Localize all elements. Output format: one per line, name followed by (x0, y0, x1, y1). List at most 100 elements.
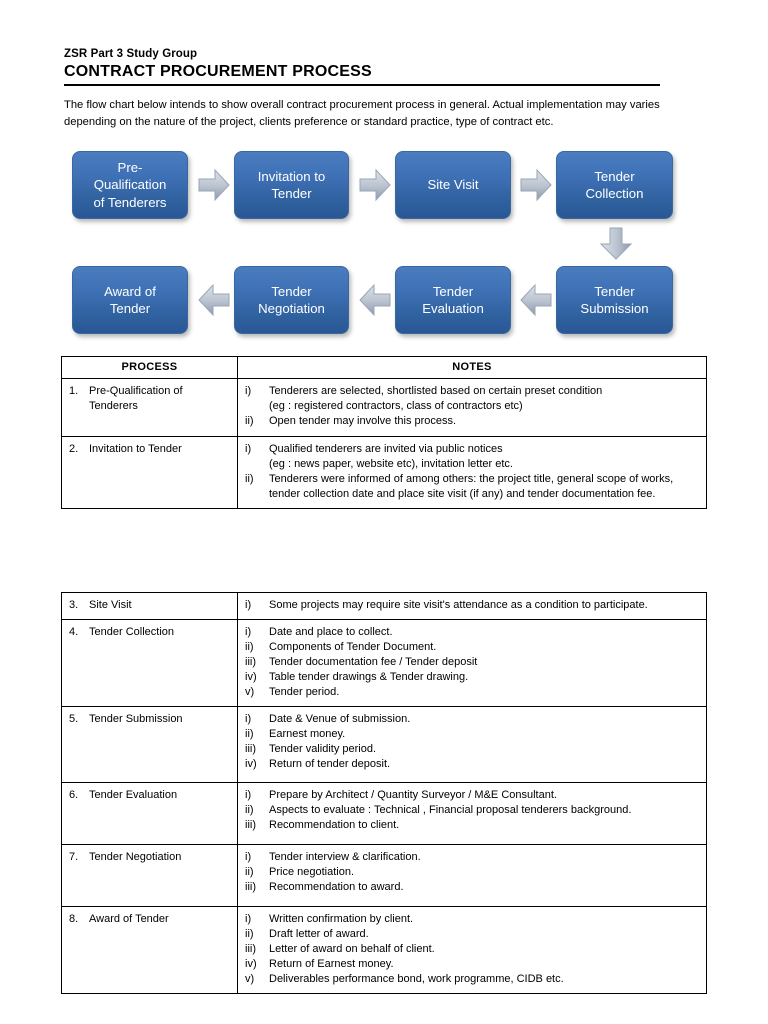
process-name: Invitation to Tender (89, 443, 182, 455)
arrow-down-icon (599, 227, 633, 260)
note-text: Components of Tender Document. (269, 641, 437, 653)
note-text: Qualified tenderers are invited via publ… (269, 443, 503, 455)
note-text: Recommendation to client. (269, 819, 400, 831)
note-item: ii)Open tender may involve this process. (245, 414, 700, 429)
note-text: Deliverables performance bond, work prog… (269, 973, 564, 985)
note-marker: i) (245, 913, 252, 925)
note-text: Price negotiation. (269, 866, 354, 878)
note-marker: ii) (245, 866, 254, 878)
note-text: Tender interview & clarification. (269, 851, 421, 863)
note-text: Some projects may require site visit's a… (269, 599, 648, 611)
table-row: 6. Tender Evaluation i) Prepare by Architec… (61, 782, 707, 845)
process-number: 1. (69, 385, 79, 397)
note-text: Date & Venue of submission. (269, 713, 411, 725)
process-cell: 5.Tender Submission (61, 706, 238, 783)
process-notes-table-part2: 3.Site Visit i) Some projects may require … (61, 592, 707, 994)
process-name: Tender Collection (89, 626, 174, 638)
note-marker: iv) (245, 758, 257, 770)
note-item: i) Date and place to collect. (245, 625, 700, 640)
note-subtext: (eg : news paper, website etc), invitati… (269, 458, 513, 470)
document-subtitle: ZSR Part 3 Study Group (64, 48, 198, 60)
note-item: iii)Tender validity period. (245, 742, 700, 757)
note-marker: iii) (245, 881, 256, 893)
note-item: i)Qualified tenderers are invited via pu… (245, 442, 700, 457)
note-text: Tenderers were informed of among others:… (269, 473, 674, 500)
note-text: Prepare by Architect / Quantity Surveyor… (269, 789, 557, 801)
note-text: Letter of award on behalf of client. (269, 943, 435, 955)
note-item: ii) Components of Tender Document. (245, 640, 700, 655)
note-marker: iii) (245, 819, 256, 831)
process-number: 2. (69, 443, 79, 455)
note-item: ii) Price negotiation. (245, 865, 700, 880)
note-marker: i) (245, 851, 252, 863)
note-item: ii) Tenderers were informed of among othe… (245, 472, 700, 502)
note-item: iii) Recommendation to client. (245, 818, 700, 833)
note-item: v) Deliverables performance bond, work pr… (245, 972, 700, 987)
note-text: Open tender may involve this process. (269, 415, 457, 427)
note-item: i)Written confirmation by client. (245, 912, 700, 927)
page-title: CONTRACT PROCUREMENT PROCESS (64, 63, 660, 86)
column-header-notes: NOTES (237, 356, 707, 379)
process-name: Pre-Qualification of Tenderers (89, 385, 183, 412)
note-item: iv)Return of tender deposit. (245, 757, 700, 772)
note-marker: v) (245, 973, 255, 985)
note-item: v)Tender period. (245, 685, 700, 700)
note-marker: i) (245, 789, 252, 801)
notes-cell: i)Written confirmation by client.ii)Draf… (237, 906, 707, 994)
process-number: 6. (69, 789, 79, 801)
note-marker: ii) (245, 641, 254, 653)
note-marker: v) (245, 686, 255, 698)
table-row: 3.Site Visit i) Some projects may require … (61, 592, 707, 620)
note-marker: i) (245, 626, 252, 638)
arrow-right-icon (520, 168, 552, 202)
arrow-right-icon (198, 168, 230, 202)
table-header-row: PROCESS NOTES (61, 356, 707, 379)
notes-cell: i)Qualified tenderers are invited via pu… (237, 436, 707, 509)
notes-cell: i) Date and place to collect. ii) Component… (237, 619, 707, 707)
arrow-left-icon (198, 283, 230, 317)
note-item: i)Date & Venue of submission. (245, 712, 700, 727)
process-notes-table-part1: PROCESS NOTES 1. Pre-Qualification of Ten… (61, 356, 707, 509)
process-number: 5. (69, 713, 79, 725)
flow-box-site-visit: Site Visit (395, 151, 511, 219)
note-item: i)Tenderers are selected, shortlisted ba… (245, 384, 700, 399)
notes-cell: i)Date & Venue of submission.ii)Earnest … (237, 706, 707, 783)
note-text: Date and place to collect. (269, 626, 393, 638)
note-marker: ii) (245, 473, 254, 485)
process-cell: 6. Tender Evaluation (61, 782, 238, 845)
notes-cell: i)Tenderers are selected, shortlisted ba… (237, 378, 707, 437)
note-marker: ii) (245, 728, 254, 740)
note-marker: iv) (245, 671, 257, 683)
process-name: Tender Negotiation (89, 851, 182, 863)
process-cell: 2. Invitation to Tender (61, 436, 238, 509)
process-number: 4. (69, 626, 79, 638)
process-name: Award of Tender (89, 913, 169, 925)
process-name: Tender Evaluation (89, 789, 178, 801)
column-header-process: PROCESS (61, 356, 238, 379)
note-marker: iii) (245, 656, 256, 668)
note-marker: i) (245, 599, 252, 611)
process-number: 3. (69, 599, 79, 611)
note-text: Draft letter of award. (269, 928, 369, 940)
note-item: i) Prepare by Architect / Quantity Survey… (245, 788, 700, 803)
note-item: i) Some projects may require site visit's… (245, 598, 700, 613)
note-item: iv)Table tender drawings & Tender drawin… (245, 670, 700, 685)
arrow-left-icon (520, 283, 552, 317)
note-text: Aspects to evaluate : Technical , Financ… (269, 804, 632, 816)
note-item: ii)Aspects to evaluate : Technical , Fin… (245, 803, 700, 818)
notes-cell: i) Prepare by Architect / Quantity Survey… (237, 782, 707, 845)
process-cell: 3.Site Visit (61, 592, 238, 620)
note-marker: iv) (245, 958, 257, 970)
note-marker: iii) (245, 943, 256, 955)
